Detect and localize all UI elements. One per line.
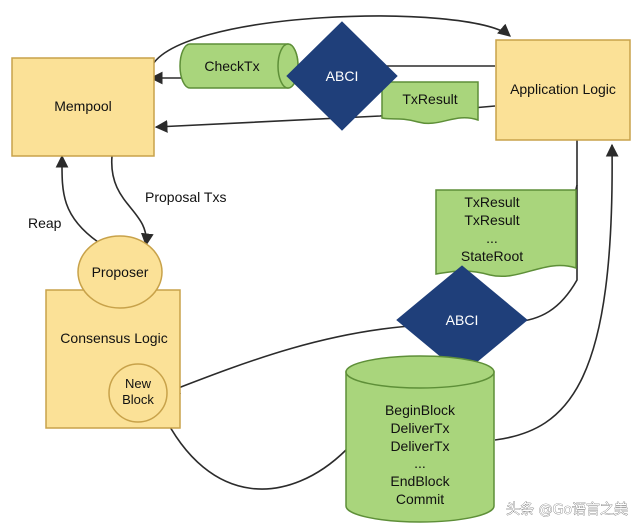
arrow-proposer-to-mempool: [55, 154, 99, 243]
abci-bottom-label: ABCI: [446, 312, 479, 328]
abci-diamond-top: ABCI: [286, 21, 398, 131]
arrow-abci-to-newblock: [166, 324, 426, 394]
abci-top-label: ABCI: [326, 68, 359, 84]
application-logic-box: Application Logic: [495, 39, 631, 141]
abci-diamond-bottom: ABCI: [396, 265, 528, 375]
arrow-mempool-to-app: [149, 15, 511, 71]
txresult-list-doc: TxResult TxResult ... StateRoot: [435, 189, 577, 277]
txresult-list-item-0: TxResult: [464, 194, 519, 210]
txresult-list-item-3: StateRoot: [461, 248, 523, 264]
arrow-block-to-app: [494, 143, 619, 441]
block-call-0: BeginBlock: [385, 402, 456, 418]
block-call-2: DeliverTx: [390, 438, 449, 454]
arrow-newblock-to-block: [161, 411, 347, 490]
block-calls-cylinder: BeginBlock DeliverTx DeliverTx ... EndBl…: [345, 355, 495, 523]
block-call-5: Commit: [396, 491, 444, 507]
arrow-mempool-to-proposer: [111, 155, 154, 247]
new-block-node: New Block: [108, 363, 168, 423]
block-call-1: DeliverTx: [390, 420, 449, 436]
new-block-label-1: New: [125, 376, 152, 391]
application-logic-label: Application Logic: [510, 81, 616, 97]
proposal-txs-label: Proposal Txs: [145, 189, 226, 205]
block-call-4: EndBlock: [390, 473, 450, 489]
mempool-label: Mempool: [54, 98, 112, 114]
block-call-3: ...: [414, 455, 426, 471]
mempool-box: Mempool: [11, 57, 155, 157]
proposer-label: Proposer: [92, 264, 149, 280]
txresult-list-item-2: ...: [486, 230, 498, 246]
checktx-label: CheckTx: [204, 58, 259, 74]
txresult-top-label: TxResult: [402, 91, 457, 107]
watermark-text: 头条 @Go语言之美: [506, 501, 628, 518]
checktx-cylinder: CheckTx: [179, 43, 299, 89]
new-block-label-2: Block: [122, 392, 154, 407]
reap-label: Reap: [28, 215, 62, 231]
txresult-list-item-1: TxResult: [464, 212, 519, 228]
proposer-node: Proposer: [77, 235, 163, 309]
txresult-doc-top: TxResult: [381, 81, 479, 124]
consensus-logic-label: Consensus Logic: [60, 330, 167, 346]
